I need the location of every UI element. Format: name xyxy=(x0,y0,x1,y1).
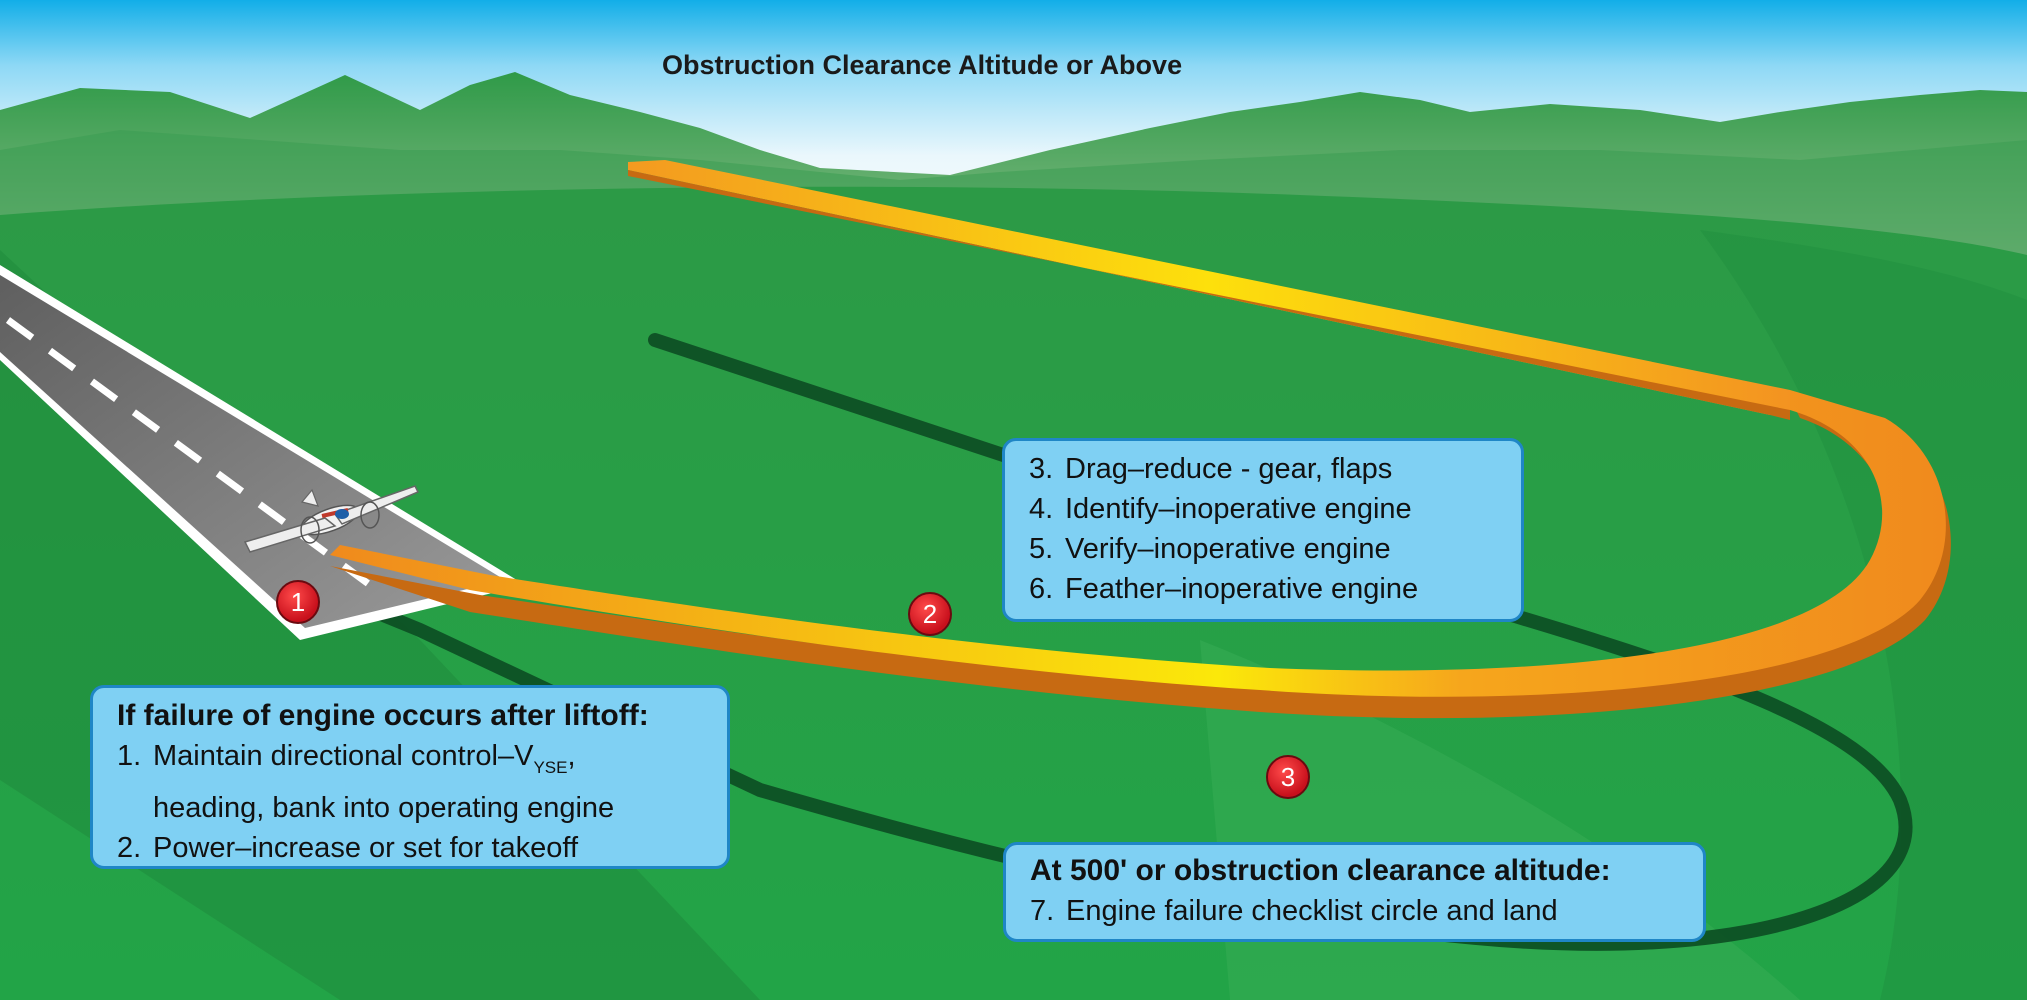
item-text: Feather–inoperative engine xyxy=(1065,573,1419,605)
item-text: Engine failure checklist circle and land xyxy=(1066,895,1558,927)
item-number: 5. xyxy=(1029,533,1054,565)
list-item: 6. Feather–inoperative engine xyxy=(1029,569,1521,609)
item-number: 2. xyxy=(117,832,142,864)
flight-path xyxy=(330,160,1951,719)
step-marker-3: 3 xyxy=(1266,755,1310,799)
list-item: 2. Power–increase or set for takeoff xyxy=(117,828,727,868)
item-text-main: Maintain directional control–V xyxy=(153,740,534,772)
list-item: 7. Engine failure checklist circle and l… xyxy=(1030,891,1703,931)
item-number: 7. xyxy=(1030,895,1055,927)
item-text: Drag–reduce - gear, flaps xyxy=(1065,453,1393,485)
item-text-continued: heading, bank into operating engine xyxy=(153,792,615,824)
item-text-after: , xyxy=(567,740,576,772)
step-marker-1: 1 xyxy=(276,580,320,624)
item-number: 6. xyxy=(1029,573,1054,605)
runway xyxy=(0,265,525,640)
diagram-title: Obstruction Clearance Altitude or Above xyxy=(662,50,1183,80)
callout-clearance-altitude: At 500' or obstruction clearance altitud… xyxy=(1003,842,1706,942)
item-number: 1. xyxy=(117,740,142,772)
list-item: 4. Identify–inoperative engine xyxy=(1029,489,1521,529)
item-text: Maintain directional control–VYSE, headin… xyxy=(153,736,727,828)
step-marker-2: 2 xyxy=(908,592,952,636)
item-number: 3. xyxy=(1029,453,1054,485)
callout-heading: If failure of engine occurs after liftof… xyxy=(117,699,649,732)
item-text: Verify–inoperative engine xyxy=(1065,533,1391,565)
callout-engine-identification: 3. Drag–reduce - gear, flaps 4. Identify… xyxy=(1002,438,1524,622)
callout-liftoff-failure: If failure of engine occurs after liftof… xyxy=(90,685,730,869)
item-number: 4. xyxy=(1029,493,1054,525)
item-subscript: YSE xyxy=(533,758,568,777)
field-right-shade xyxy=(1700,230,2027,1000)
list-item: 3. Drag–reduce - gear, flaps xyxy=(1029,449,1521,489)
item-text: Power–increase or set for takeoff xyxy=(153,832,579,864)
twin-engine-airplane-icon xyxy=(243,485,420,553)
list-item: 5. Verify–inoperative engine xyxy=(1029,529,1521,569)
list-item: 1. Maintain directional control–VYSE, hea… xyxy=(117,736,727,828)
item-text: Identify–inoperative engine xyxy=(1065,493,1412,525)
callout-heading: At 500' or obstruction clearance altitud… xyxy=(1030,854,1611,887)
